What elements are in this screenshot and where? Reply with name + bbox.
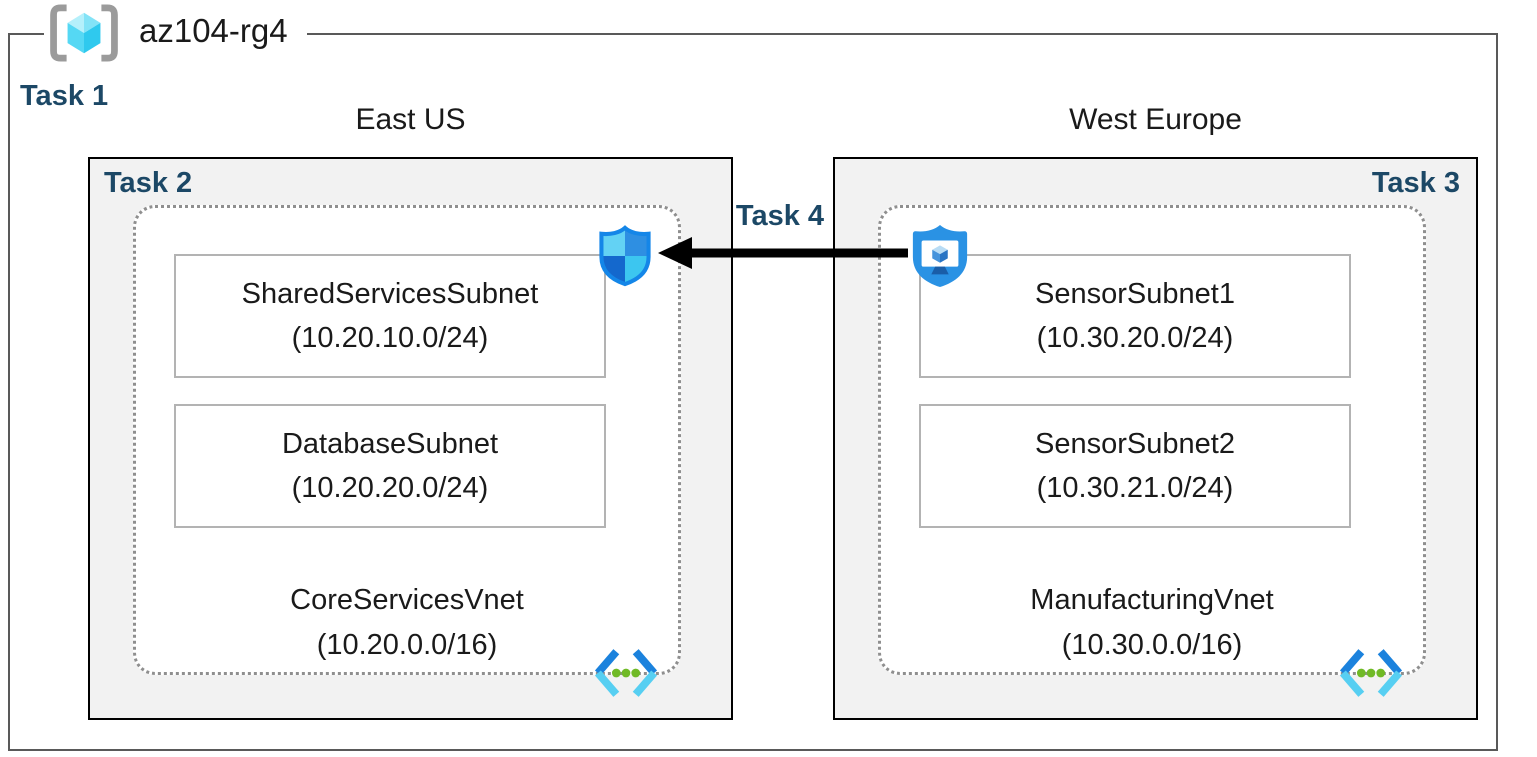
vnet-name: ManufacturingVnet bbox=[1030, 584, 1274, 616]
vnet-name: CoreServicesVnet bbox=[290, 584, 524, 616]
subnet-cidr: (10.20.10.0/24) bbox=[291, 322, 489, 354]
virtual-network-icon bbox=[1339, 649, 1403, 697]
subnet-name: SensorSubnet1 bbox=[1035, 278, 1235, 310]
vnet-label-coreservices: CoreServicesVnet (10.20.0.0/16) bbox=[136, 578, 678, 668]
task4-label: Task 4 bbox=[735, 200, 825, 232]
subnet-box-sensor1: SensorSubnet1 (10.30.20.0/24) bbox=[919, 254, 1351, 378]
resource-group-icon bbox=[50, 4, 118, 62]
resource-group-name: az104-rg4 bbox=[139, 12, 288, 49]
peering-arrow bbox=[658, 237, 908, 269]
vnet-cidr: (10.20.0.0/16) bbox=[316, 629, 498, 661]
task2-label: Task 2 bbox=[104, 167, 193, 199]
vnet-label-manufacturing: ManufacturingVnet (10.30.0.0/16) bbox=[881, 578, 1423, 668]
task3-label: Task 3 bbox=[1371, 167, 1460, 199]
task3-region-box: Task 3 SensorSubnet1 (10.30.20.0/24) Sen… bbox=[833, 157, 1478, 720]
subnet-box-sharedservices: SharedServicesSubnet (10.20.10.0/24) bbox=[174, 254, 606, 378]
subnet-box-sensor2: SensorSubnet2 (10.30.21.0/24) bbox=[919, 404, 1351, 528]
task2-region-box: Task 2 SharedServicesSubnet (10.20.10.0/… bbox=[88, 157, 733, 720]
subnet-box-database: DatabaseSubnet (10.20.20.0/24) bbox=[174, 404, 606, 528]
manufacturing-vnet-boundary: SensorSubnet1 (10.30.20.0/24) SensorSubn… bbox=[878, 205, 1426, 697]
virtual-network-icon bbox=[594, 649, 658, 697]
region-title-west-europe: West Europe bbox=[1069, 103, 1242, 136]
subnet-cidr: (10.20.20.0/24) bbox=[291, 472, 489, 504]
subnet-cidr: (10.30.20.0/24) bbox=[1036, 322, 1234, 354]
vnet-cidr: (10.30.0.0/16) bbox=[1061, 629, 1243, 661]
bastion-icon bbox=[912, 225, 968, 287]
task1-label: Task 1 bbox=[20, 80, 109, 112]
network-security-group-icon bbox=[599, 225, 651, 287]
core-services-vnet-boundary: SharedServicesSubnet (10.20.10.0/24) Dat… bbox=[133, 205, 681, 697]
region-title-east-us: East US bbox=[355, 103, 466, 136]
subnet-name: SensorSubnet2 bbox=[1035, 428, 1235, 460]
resource-group-border-gap bbox=[44, 24, 307, 44]
subnet-cidr: (10.30.21.0/24) bbox=[1036, 472, 1234, 504]
resource-group-frame bbox=[8, 33, 1498, 751]
subnet-name: DatabaseSubnet bbox=[281, 428, 499, 460]
subnet-name: SharedServicesSubnet bbox=[241, 278, 539, 310]
